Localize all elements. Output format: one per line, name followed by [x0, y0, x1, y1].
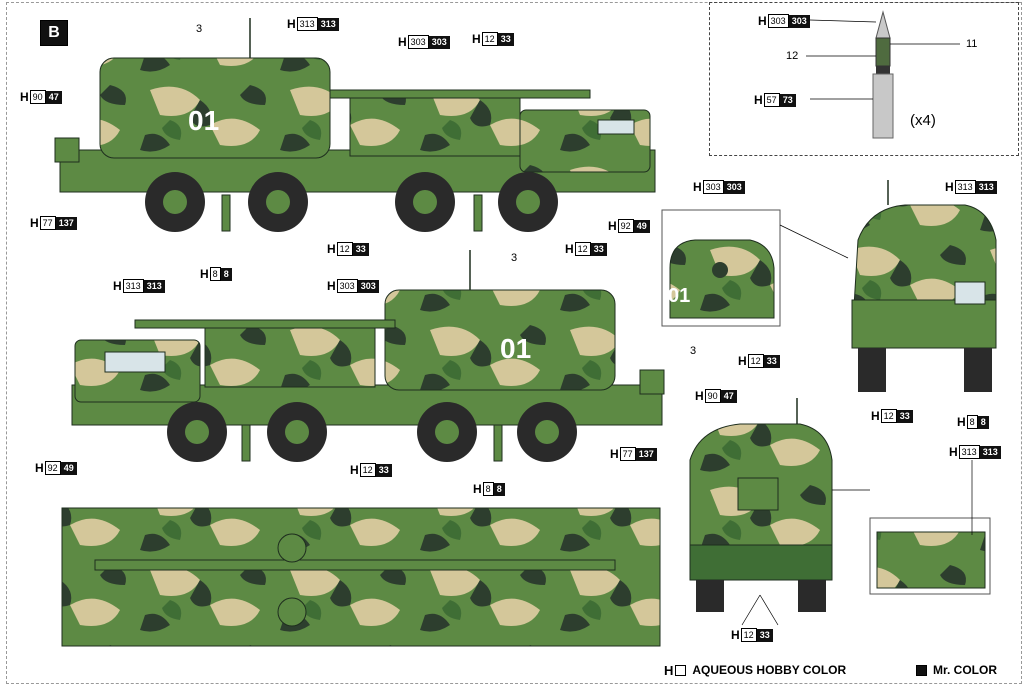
ammo-part-12: 12	[786, 50, 799, 62]
section-badge: B	[40, 20, 68, 46]
ammo-inset-box	[709, 2, 1019, 156]
side-view-top: 01	[54, 18, 656, 232]
ammo-round	[806, 10, 960, 139]
legend-mr-color: Mr. COLOR	[916, 662, 997, 678]
ammo-part-11: 11	[966, 38, 978, 50]
vehicle-number-front: 01	[668, 285, 690, 307]
aqueous-swatch-icon	[675, 664, 687, 676]
rear-view	[689, 398, 870, 626]
front-view-small: 01	[661, 209, 849, 327]
top-down-view	[61, 507, 661, 647]
ammo-multiplier: (x4)	[910, 112, 936, 129]
vehicle-number-top: 01	[188, 105, 219, 136]
vehicle-number-bottom: 01	[500, 333, 531, 364]
sheet-border	[6, 2, 1022, 684]
side-view-bottom: 01	[71, 250, 665, 462]
mr-color-swatch-icon	[916, 664, 927, 676]
part-number-top-3: 3	[196, 23, 203, 35]
rear-detail-view	[869, 460, 991, 595]
part-number-front-3: 3	[690, 345, 697, 357]
front-view-large	[851, 180, 997, 392]
part-number-bottom-3: 3	[511, 252, 518, 264]
